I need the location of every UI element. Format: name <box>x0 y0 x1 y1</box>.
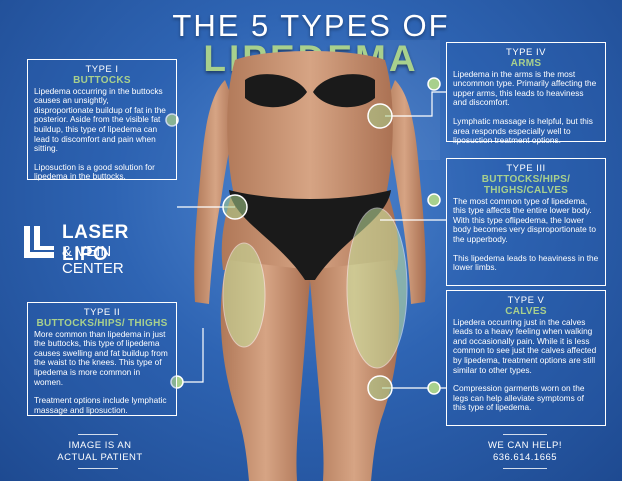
page-title-line1: THE 5 TYPES OF <box>172 8 450 43</box>
type-label: TYPE III <box>506 163 546 174</box>
footer-right-line1: WE CAN HELP! <box>487 440 563 451</box>
type-treatment: Lymphatic massage is helpful, but this a… <box>453 115 593 146</box>
type-description: Lipedema occurring in the buttocks cause… <box>34 85 166 154</box>
type-card-buttocks: TYPE I BUTTOCKS Lipedema occurring in th… <box>27 59 177 182</box>
type-description: Lipedera occurring just in the calves le… <box>453 316 597 375</box>
type-treatment: This lipedema leads to heaviness in the … <box>453 252 599 273</box>
type-treatment: Compression garments worn on the legs ca… <box>453 383 585 413</box>
type-label: TYPE V <box>507 295 545 306</box>
footer-left-line2: ACTUAL PATIENT <box>57 452 143 463</box>
type-name: ARMS <box>510 57 542 69</box>
footer-phone[interactable]: 636.614.1665 <box>492 452 558 463</box>
type-card-arms: TYPE IV ARMS Lipedema in the arms is the… <box>446 42 606 145</box>
footer-patient-note: IMAGE IS AN ACTUAL PATIENT <box>40 440 160 464</box>
marker-dot-type1 <box>165 113 179 127</box>
type-name: BUTTOCKS/HIPS/ THIGHS <box>36 317 168 329</box>
company-logo: LASER LIPO & VEIN CENTER <box>22 222 172 277</box>
type-card-calves: TYPE V CALVES Lipedera occurring just in… <box>446 290 606 426</box>
footer-left-line1: IMAGE IS AN <box>68 440 132 451</box>
type-name: BUTTOCKS <box>73 74 131 86</box>
type-name: BUTTOCKS/HIPS/ THIGHS/CALVES <box>481 173 571 196</box>
type-label: TYPE II <box>83 307 121 318</box>
patient-figure <box>194 51 426 481</box>
logo-mark-icon <box>24 226 54 258</box>
type-card-buttocks-hips-thighs-calves: TYPE III BUTTOCKS/HIPS/ THIGHS/CALVES Th… <box>446 158 606 286</box>
type-description: Lipedema in the arms is the most uncommo… <box>453 68 597 108</box>
footer-rule-right-bottom <box>503 468 547 469</box>
type-card-buttocks-hips-thighs: TYPE II BUTTOCKS/HIPS/ THIGHS More commo… <box>27 302 177 416</box>
logo-text-line1: LASER LIPO <box>62 222 129 265</box>
footer-rule-left-top <box>78 434 118 435</box>
footer-rule-left-bottom <box>78 468 118 469</box>
type-treatment: Treatment options include lymphatic mass… <box>34 395 167 415</box>
type-treatment: Liposuction is a good solution for liped… <box>34 161 155 182</box>
type-label: TYPE I <box>85 64 119 75</box>
footer-contact: WE CAN HELP! 636.614.1665 <box>450 440 600 464</box>
type-label: TYPE IV <box>506 47 546 58</box>
footer-rule-right-top <box>503 434 547 435</box>
type-description: The most common type of lipedema, this t… <box>453 195 596 244</box>
logo-text-line2: & VEIN CENTER <box>62 243 124 277</box>
type-name: CALVES <box>505 305 547 317</box>
type-description: More common than lipedema in just the bu… <box>34 328 168 387</box>
